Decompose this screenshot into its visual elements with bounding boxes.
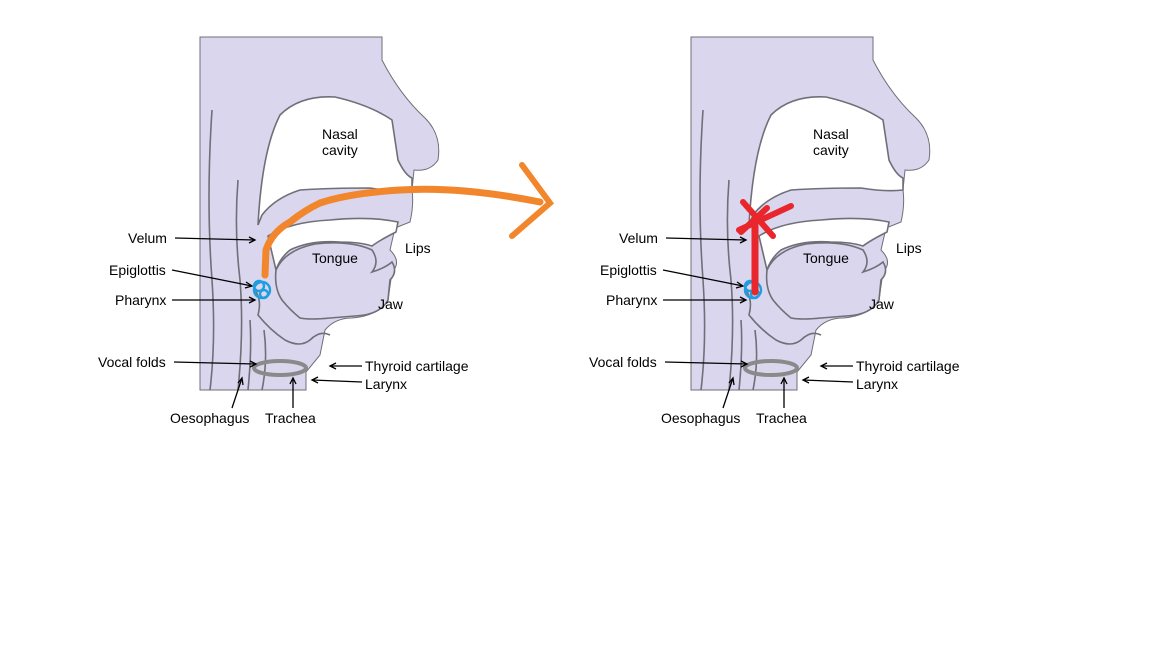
back-of-neck — [699, 109, 706, 391]
trachea-wall — [247, 319, 267, 391]
label-lips: Lips — [405, 240, 431, 256]
label-velum: Velum — [128, 230, 167, 246]
pharynx-wall — [726, 179, 734, 391]
oral-cavity-shape — [758, 217, 890, 273]
leader-arrows — [171, 236, 363, 409]
label-oesophagus: Oesophagus — [661, 410, 741, 426]
vocal-tract-drawing — [171, 36, 555, 409]
label-larynx: Larynx — [856, 376, 899, 392]
label-thyroid-cartilage: Thyroid cartilage — [856, 358, 960, 374]
nasal-cavity-shape — [748, 96, 904, 226]
label-pharynx: Pharynx — [115, 292, 167, 308]
label-oesophagus: Oesophagus — [170, 410, 250, 426]
back-of-neck — [208, 109, 215, 391]
label-epiglottis: Epiglottis — [109, 262, 166, 278]
airflow-path — [261, 185, 544, 279]
label-tongue: Tongue — [803, 250, 849, 266]
airflow-arrowhead — [509, 162, 555, 239]
vocal-folds-shape — [252, 359, 308, 377]
epiglottis-flap — [254, 289, 331, 345]
label-jaw: Jaw — [378, 296, 403, 312]
block-cross-mark — [736, 199, 794, 239]
label-thyroid-cartilage: Thyroid cartilage — [365, 358, 469, 374]
airflow-arrow — [261, 162, 555, 279]
leader-arrows — [662, 236, 854, 409]
tongue-shape — [765, 242, 887, 320]
vocal-tract-drawing — [662, 36, 931, 409]
label-vocal-folds: Vocal folds — [98, 354, 166, 370]
label-lips: Lips — [896, 240, 922, 256]
diagram-nasal-airflow: Nasal cavity Velum Epiglottis Pharynx To… — [0, 0, 560, 440]
label-larynx: Larynx — [365, 376, 408, 392]
label-nasal-cavity: Nasal cavity — [813, 126, 849, 158]
airflow-blocked — [736, 199, 794, 296]
oral-cavity-shape — [267, 217, 399, 273]
pharynx-wall — [235, 179, 243, 391]
trachea-wall — [738, 319, 758, 391]
label-epiglottis: Epiglottis — [600, 262, 657, 278]
label-vocal-folds: Vocal folds — [589, 354, 657, 370]
tongue-shape — [274, 242, 396, 320]
label-tongue: Tongue — [312, 250, 358, 266]
label-trachea: Trachea — [756, 410, 807, 426]
nasal-cavity-shape — [257, 96, 413, 226]
label-pharynx: Pharynx — [606, 292, 658, 308]
vocal-folds-shape — [743, 359, 799, 377]
label-nasal-cavity: Nasal cavity — [322, 126, 358, 158]
label-jaw: Jaw — [869, 296, 894, 312]
label-velum: Velum — [619, 230, 658, 246]
epiglottis-mark — [252, 279, 272, 300]
epiglottis-flap — [745, 289, 822, 345]
diagram-blocked-airflow: Nasal cavity Velum Epiglottis Pharynx To… — [491, 0, 1051, 440]
label-trachea: Trachea — [265, 410, 316, 426]
